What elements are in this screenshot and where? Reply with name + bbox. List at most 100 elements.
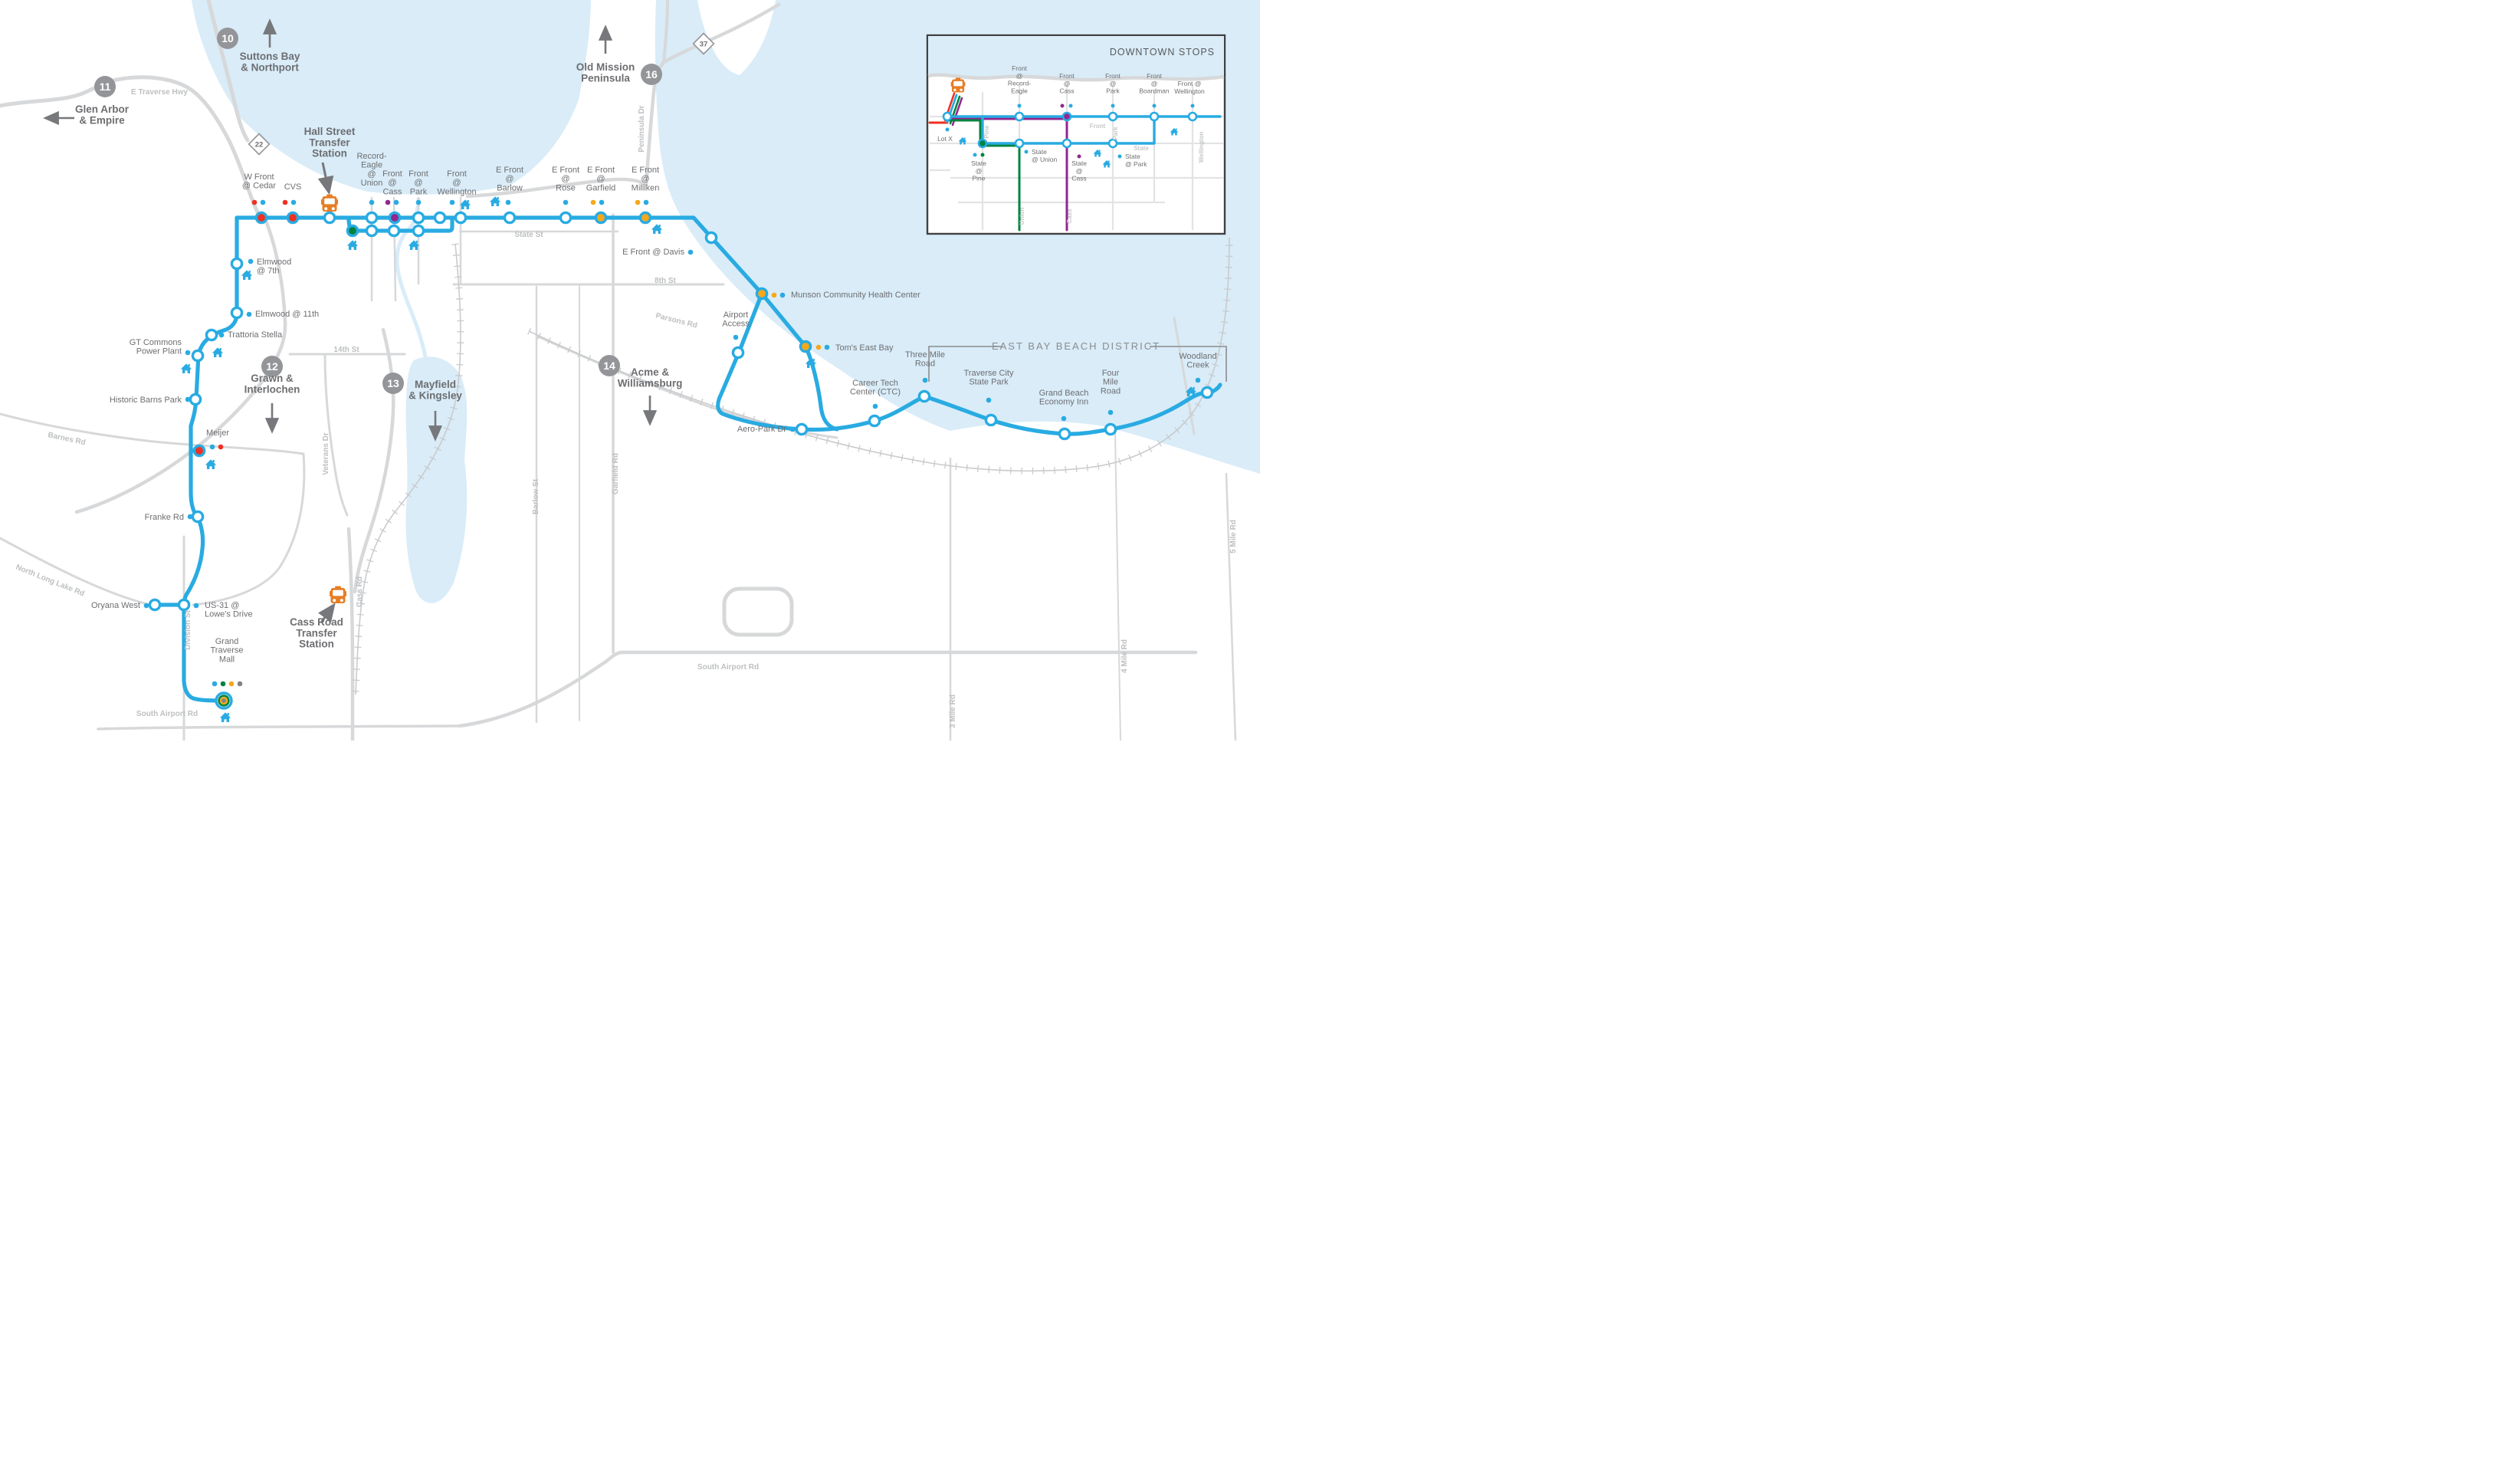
highway-shield-number-22: 22 bbox=[255, 141, 264, 149]
stop-tom-s-east-bay bbox=[799, 340, 812, 353]
street-label-e-traverse-hwy: E Traverse Hwy bbox=[131, 88, 188, 97]
inset-water bbox=[928, 36, 1224, 80]
highway-shield-number-37: 37 bbox=[700, 41, 708, 49]
stop-traverse-city-state-park bbox=[984, 413, 998, 427]
stop-gt-commons-power-plant bbox=[191, 349, 205, 363]
street-label-3-mile-rd: 3 Mile Rd bbox=[949, 695, 957, 728]
terminal-ring-green bbox=[218, 695, 230, 707]
stop-front-boardman bbox=[1149, 111, 1160, 122]
route-dot-blue bbox=[1068, 103, 1073, 108]
road-parsons bbox=[535, 334, 838, 439]
stop-w-front-cedar bbox=[254, 211, 268, 225]
route-dot-blue bbox=[290, 199, 297, 205]
route-dot-blue bbox=[643, 199, 649, 205]
stop-label-front-wellington: Front@Wellington bbox=[437, 169, 476, 196]
transfer-arrow-cass-road-transfer-station bbox=[318, 603, 336, 623]
stop-e-front-garfield bbox=[594, 211, 608, 225]
route-marker-number-11: 11 bbox=[100, 80, 111, 93]
dest-label-suttons-bay-northport: Suttons Bay& Northport bbox=[240, 51, 300, 73]
route-dot-blue bbox=[563, 199, 569, 205]
inset-street-label-front: Front bbox=[1090, 123, 1106, 130]
inset-route-lines bbox=[928, 92, 1222, 232]
house-icon bbox=[219, 712, 231, 722]
route-dot-blue bbox=[733, 334, 739, 340]
road-veterans-dr bbox=[323, 353, 349, 517]
route-dot-orange bbox=[228, 681, 235, 687]
route-marker-circle-14 bbox=[599, 355, 620, 376]
route-dot-blue bbox=[369, 199, 375, 205]
route-dot-blue bbox=[1117, 154, 1122, 159]
road-n-long-lake bbox=[0, 537, 155, 607]
stop-label-cvs: CVS bbox=[284, 182, 302, 192]
street-label-parsons-rd: Parsons Rd bbox=[655, 312, 698, 330]
stop-airport-access bbox=[731, 346, 745, 360]
stop-front-park bbox=[1107, 111, 1118, 122]
route-dot-blue bbox=[1061, 415, 1067, 422]
transfer-arrow-hall-street-transfer-station bbox=[317, 162, 334, 195]
dest-label-acme-williamsburg: Acme &Williamsburg bbox=[618, 366, 683, 389]
stop-state-pine bbox=[346, 224, 359, 238]
stop-label-e-front-milliken: E Front@Milliken bbox=[632, 166, 660, 192]
route-dot-green bbox=[980, 153, 985, 157]
highway-shield-diamond bbox=[248, 133, 271, 156]
stop-label-trattoria-stella: Trattoria Stella bbox=[228, 330, 283, 340]
street-label-north-long-lake-rd: North Long Lake Rd bbox=[15, 563, 86, 599]
stop-state-cass bbox=[387, 224, 401, 238]
route-dot-red bbox=[251, 199, 258, 205]
route-dot-blue bbox=[143, 603, 149, 609]
inset-stop-label-state-park: State@ Park bbox=[1125, 153, 1147, 168]
street-label-4-mile-rd: 4 Mile Rd bbox=[1121, 639, 1129, 673]
stop-trattoria-stella bbox=[205, 328, 218, 342]
dest-label-grawn-interlochen: Grawn &Interlochen bbox=[244, 373, 300, 395]
railroads bbox=[352, 237, 1233, 695]
railroad-lake-line-rail bbox=[355, 243, 461, 695]
street-label-5-mile-rd: 5 Mile Rd bbox=[1229, 520, 1238, 553]
route-marker-circle-11 bbox=[94, 76, 116, 97]
route-marker-16: 16 bbox=[641, 64, 662, 85]
road-4-mile bbox=[1114, 432, 1121, 740]
route-marker-circle-10 bbox=[217, 28, 238, 49]
route-marker-10: 10 bbox=[217, 28, 238, 49]
route-marker-13: 13 bbox=[382, 373, 404, 394]
inset-street-label-wellington: Wellington bbox=[1198, 132, 1205, 163]
stop-state-union bbox=[365, 224, 379, 238]
route-dot-blue bbox=[415, 199, 422, 205]
route-dot-blue bbox=[824, 344, 830, 350]
stop-woodland-creek bbox=[1200, 386, 1214, 399]
inset-stops-layer bbox=[942, 103, 1198, 168]
route-dot-gray bbox=[237, 681, 243, 687]
route-dot-blue bbox=[393, 199, 399, 205]
route-marker-circle-13 bbox=[382, 373, 404, 394]
street-label-state-st: State St bbox=[514, 231, 543, 239]
inset-stop-label-lot-x: Lot X bbox=[937, 135, 953, 143]
route-dot-blue bbox=[922, 377, 928, 383]
road-center-rd bbox=[662, 0, 669, 64]
route-dot-blue bbox=[1195, 377, 1201, 383]
route-airport-loop bbox=[716, 291, 1222, 436]
street-label-peninsula-dr: Peninsula Dr bbox=[638, 105, 646, 152]
stop-label-us-31-lowe-s-drive: US-31 @Lowe's Drive bbox=[205, 601, 253, 619]
route-dot-blue bbox=[973, 153, 977, 157]
stop-lot-x bbox=[942, 111, 953, 122]
route-marker-number-13: 13 bbox=[387, 377, 399, 389]
road-south-airport-right bbox=[458, 650, 1198, 728]
stop-record-eagle-union bbox=[365, 211, 379, 225]
stop-label-e-front-barlow: E Front@Barlow bbox=[496, 166, 523, 192]
route-dot-blue bbox=[185, 396, 191, 402]
stop-us-31-lowe-s-drive bbox=[177, 598, 191, 612]
road-5-mile bbox=[1225, 472, 1237, 740]
stop-state-union bbox=[1014, 138, 1025, 149]
inset-stop-label-front-park: Front@Park bbox=[1105, 72, 1121, 95]
west-grand-traverse-bay bbox=[192, 0, 591, 195]
route-marker-11: 11 bbox=[94, 76, 116, 97]
